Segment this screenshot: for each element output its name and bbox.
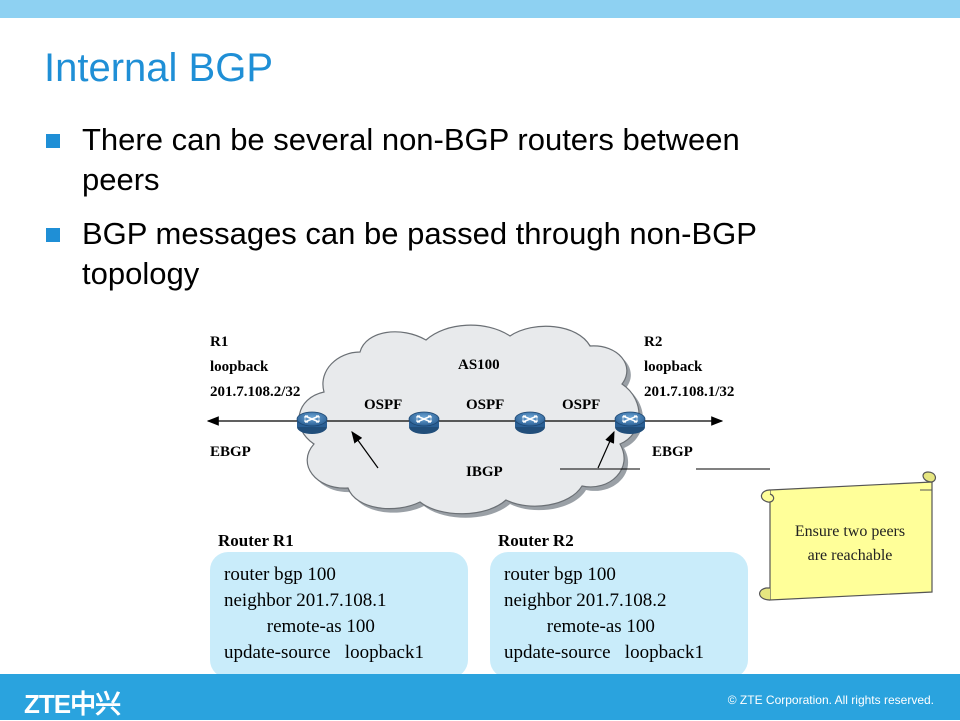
ospf-label: OSPF: [562, 397, 600, 413]
ibgp-label: IBGP: [466, 464, 503, 480]
router-icon: [296, 411, 328, 435]
router-r1-config: router bgp 100 neighbor 201.7.108.1 remo…: [210, 552, 468, 678]
bullet-list: There can be several non-BGP routers bet…: [44, 120, 924, 308]
copyright-text: © ZTE Corporation. All rights reserved.: [727, 693, 934, 707]
config-line: neighbor 201.7.108.2: [504, 590, 667, 611]
square-bullet-icon: [46, 134, 60, 148]
config-line: remote-as 100: [504, 616, 655, 637]
ospf-label: OSPF: [364, 397, 402, 413]
bullet-item: There can be several non-BGP routers bet…: [44, 120, 924, 200]
ebgp-left-label: EBGP: [210, 444, 251, 460]
footer-bar: [0, 674, 960, 720]
bullet-text-line: peers: [82, 162, 160, 197]
cloud-as100: [298, 324, 644, 518]
ospf-label: OSPF: [466, 397, 504, 413]
bullet-text-line: topology: [82, 256, 200, 291]
scroll-note-icon: [759, 471, 937, 601]
as-label: AS100: [458, 357, 500, 373]
config-line: update-source loopback1: [504, 642, 704, 663]
router-r2-config: router bgp 100 neighbor 201.7.108.2 remo…: [490, 552, 748, 678]
top-band: [0, 0, 960, 18]
config-line: router bgp 100: [224, 564, 336, 585]
r1-name: R1: [210, 334, 228, 350]
note-line: are reachable: [807, 547, 893, 564]
r2-name: R2: [644, 334, 662, 350]
bullet-item: BGP messages can be passed through non-B…: [44, 214, 924, 294]
note-line: Ensure two peers: [794, 523, 906, 540]
ibgp-pointer-right: [597, 430, 615, 469]
router-r1-header: Router R1: [218, 531, 294, 550]
ibgp-pointer-left: [351, 431, 379, 469]
r1-loopback-label: loopback: [210, 359, 269, 375]
bullet-text-line: There can be several non-BGP routers bet…: [82, 122, 740, 157]
router-r2-header: Router R2: [498, 531, 574, 550]
config-line: remote-as 100: [224, 616, 375, 637]
router-icon: [514, 411, 546, 435]
router-icon: [614, 411, 646, 435]
config-line: neighbor 201.7.108.1: [224, 590, 387, 611]
ebgp-right-label: EBGP: [652, 444, 693, 460]
r2-loopback-address: 201.7.108.1/32: [644, 384, 734, 400]
r1-loopback-address: 201.7.108.2/32: [210, 384, 300, 400]
square-bullet-icon: [46, 228, 60, 242]
config-line: router bgp 100: [504, 564, 616, 585]
zte-logo: ZTE中兴: [24, 689, 121, 719]
router-icon: [408, 411, 440, 435]
r2-loopback-label: loopback: [644, 359, 703, 375]
slide-title: Internal BGP: [44, 46, 274, 90]
scroll-note-text: Ensure two peers are reachable: [768, 520, 932, 568]
bullet-text-line: BGP messages can be passed through non-B…: [82, 216, 757, 251]
config-line: update-source loopback1: [224, 642, 424, 663]
